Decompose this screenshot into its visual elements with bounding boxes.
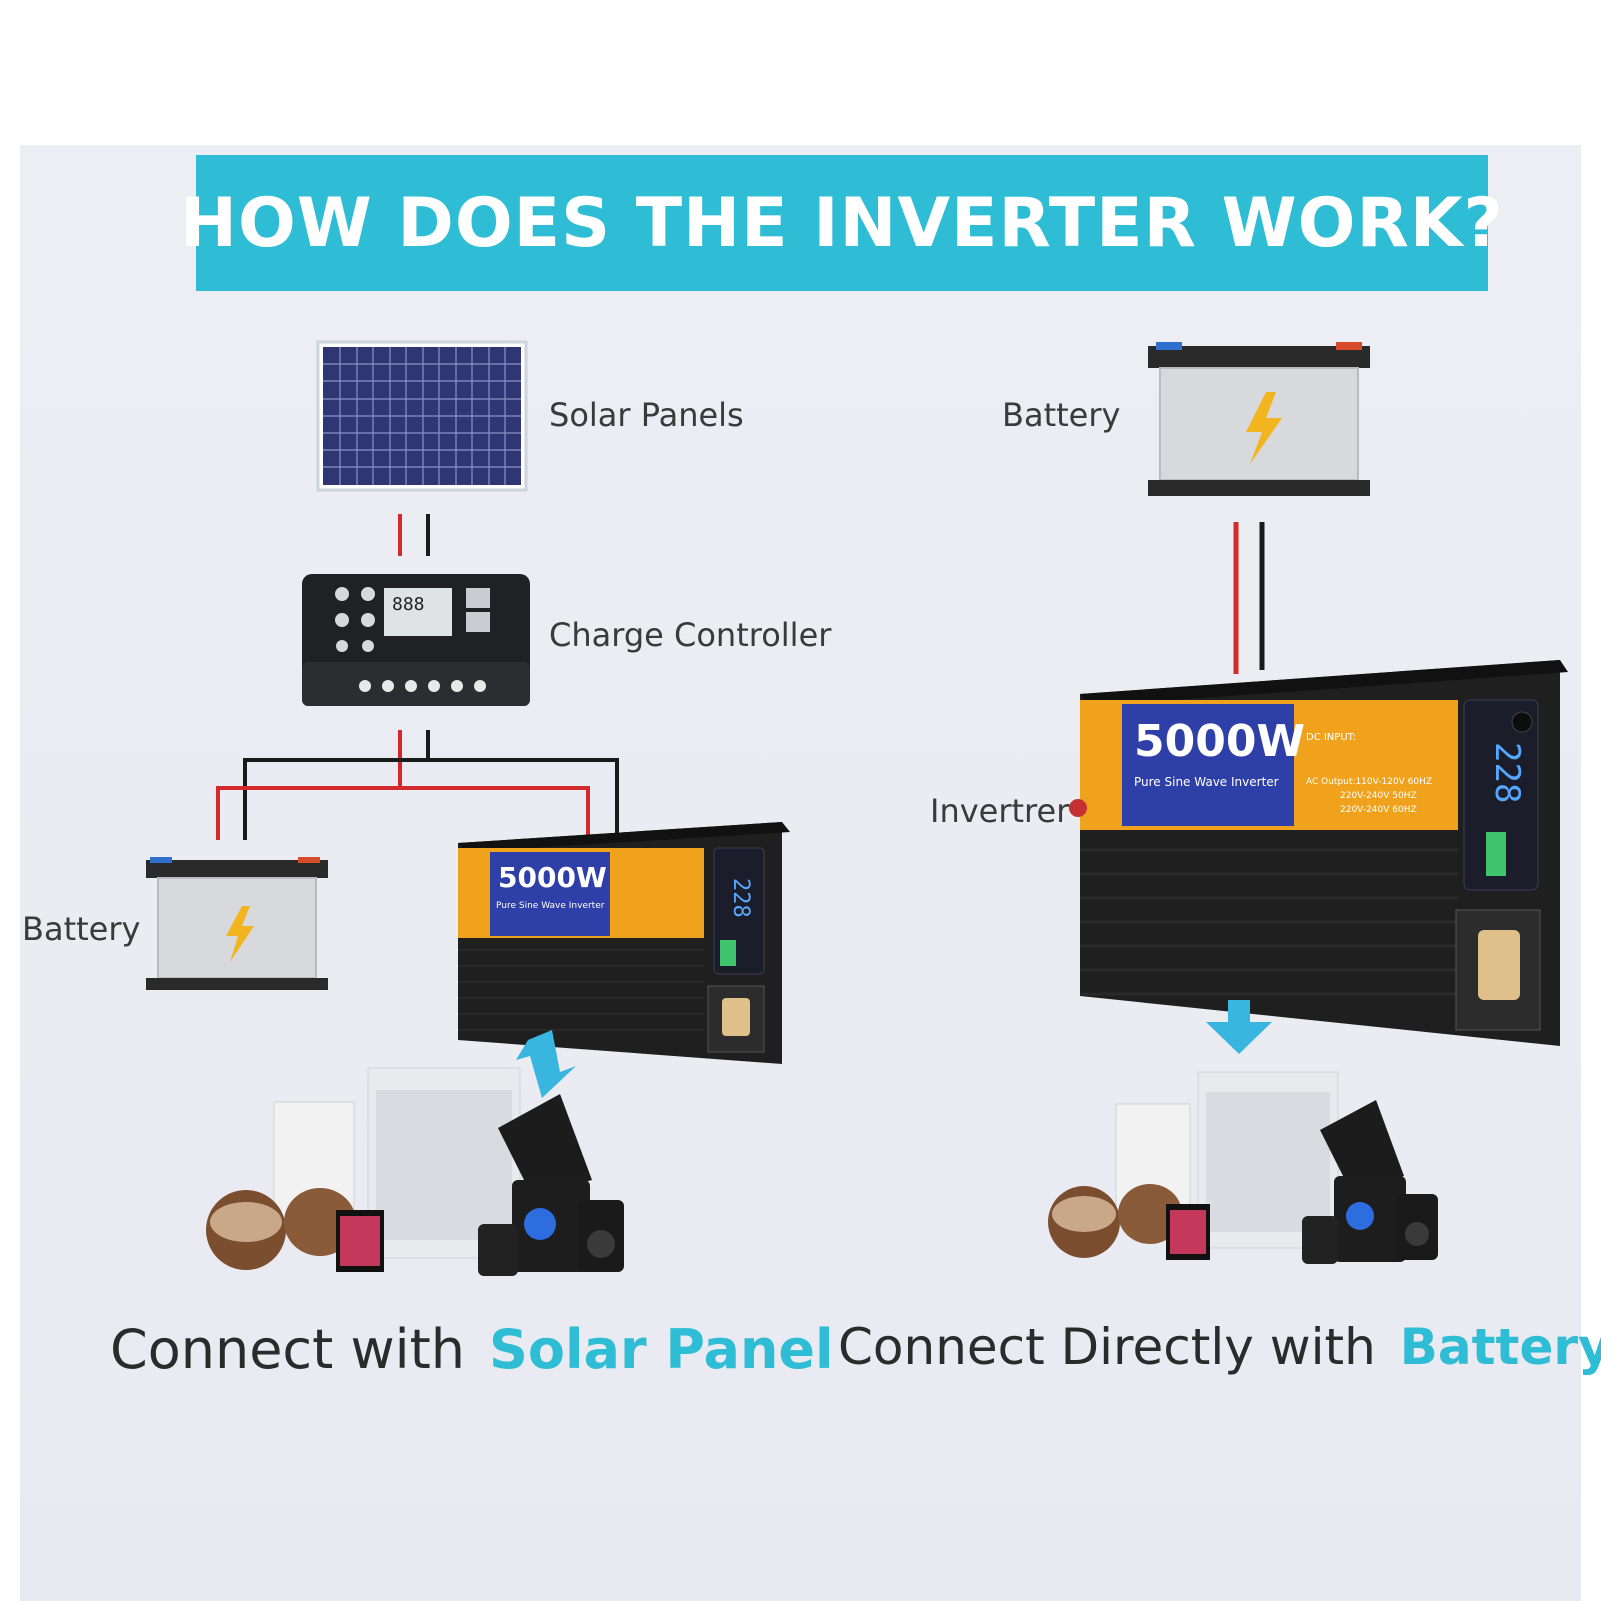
- arrow-down-right-icon: [1206, 1000, 1272, 1054]
- inverter-right-ac-line-1: AC Output:110V-120V 60HZ: [1306, 777, 1432, 787]
- caption-left: Connect with Solar Panel: [110, 1318, 834, 1381]
- caption-right-highlight: Battery: [1399, 1318, 1601, 1376]
- inverter-right-ac-line-3: 220V-240V 60HZ: [1340, 805, 1417, 815]
- caption-right: Connect Directly with Battery: [838, 1318, 1601, 1376]
- inverter-right-ac-line-2: 220V-240V 50HZ: [1340, 791, 1417, 801]
- battery-left-icon: [146, 857, 328, 990]
- inverter-right-dc-input: DC INPUT:: [1306, 732, 1356, 743]
- inverter-right-power: 5000W: [1134, 716, 1305, 767]
- wire-controller-distribution: [216, 730, 619, 840]
- page-title: HOW DOES THE INVERTER WORK?: [180, 183, 1504, 263]
- label-inverter-right: Invertrer: [930, 792, 1070, 830]
- battery-right-icon: [1148, 342, 1370, 496]
- appliances-right-icon: [1048, 1071, 1438, 1264]
- inverter-right-icon: 5000W Pure Sine Wave Inverter DC INPUT: …: [1069, 660, 1568, 1046]
- caption-left-prefix: Connect with: [110, 1318, 466, 1381]
- label-battery-right: Battery: [1002, 396, 1121, 434]
- caption-right-prefix: Connect Directly with: [838, 1318, 1376, 1376]
- label-solar-panels: Solar Panels: [549, 396, 744, 434]
- inverter-right-subtitle: Pure Sine Wave Inverter: [1134, 775, 1279, 789]
- inverter-left-readout: 228: [728, 878, 753, 918]
- label-battery-left: Battery: [22, 910, 141, 948]
- charge-controller-icon: 888: [302, 574, 530, 706]
- inverter-left-power: 5000W: [498, 861, 607, 894]
- wire-panel-controller: [398, 514, 430, 556]
- inverter-left-subtitle: Pure Sine Wave Inverter: [496, 901, 605, 911]
- caption-left-highlight: Solar Panel: [489, 1318, 834, 1381]
- arrow-down-left-icon: [516, 1030, 576, 1098]
- title-banner: HOW DOES THE INVERTER WORK?: [180, 155, 1503, 291]
- controller-display-text: 888: [392, 594, 425, 615]
- inverter-right-readout: 228: [1487, 742, 1527, 803]
- background-top: [0, 0, 1601, 170]
- label-charge-controller: Charge Controller: [549, 616, 832, 654]
- wire-battery-inverter: [1233, 522, 1265, 674]
- inverter-left-icon: 5000W Pure Sine Wave Inverter 228: [458, 822, 790, 1064]
- solar-panel-icon: [316, 340, 528, 492]
- appliances-left-icon: [206, 1067, 624, 1276]
